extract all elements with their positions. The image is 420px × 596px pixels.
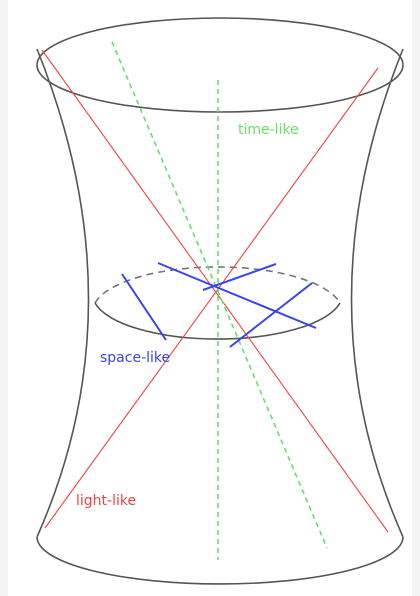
hyperboloid-surface [36,17,404,585]
light-like-line-2 [44,67,379,529]
space-like-line-4 [229,282,313,348]
bottom-rim-front [36,536,404,585]
waist-back-dashed [94,266,341,304]
right-side-curve [350,48,404,538]
time-like-line-diagonal [111,41,328,549]
waist-front [94,302,341,340]
space-like-line-1 [121,273,167,341]
waist-ellipse [94,266,341,340]
time-like-lines [111,41,328,560]
top-rim [36,17,404,113]
left-side-curve [36,48,90,538]
light-like-line-1 [41,49,389,533]
light-like-label: light-like [76,493,136,509]
space-like-line-3 [202,263,277,291]
space-like-lines [121,262,317,348]
space-like-label: space-like [100,350,170,366]
light-like-lines [41,49,389,533]
time-like-label: time-like [238,122,299,138]
space-like-line-2 [157,262,317,329]
